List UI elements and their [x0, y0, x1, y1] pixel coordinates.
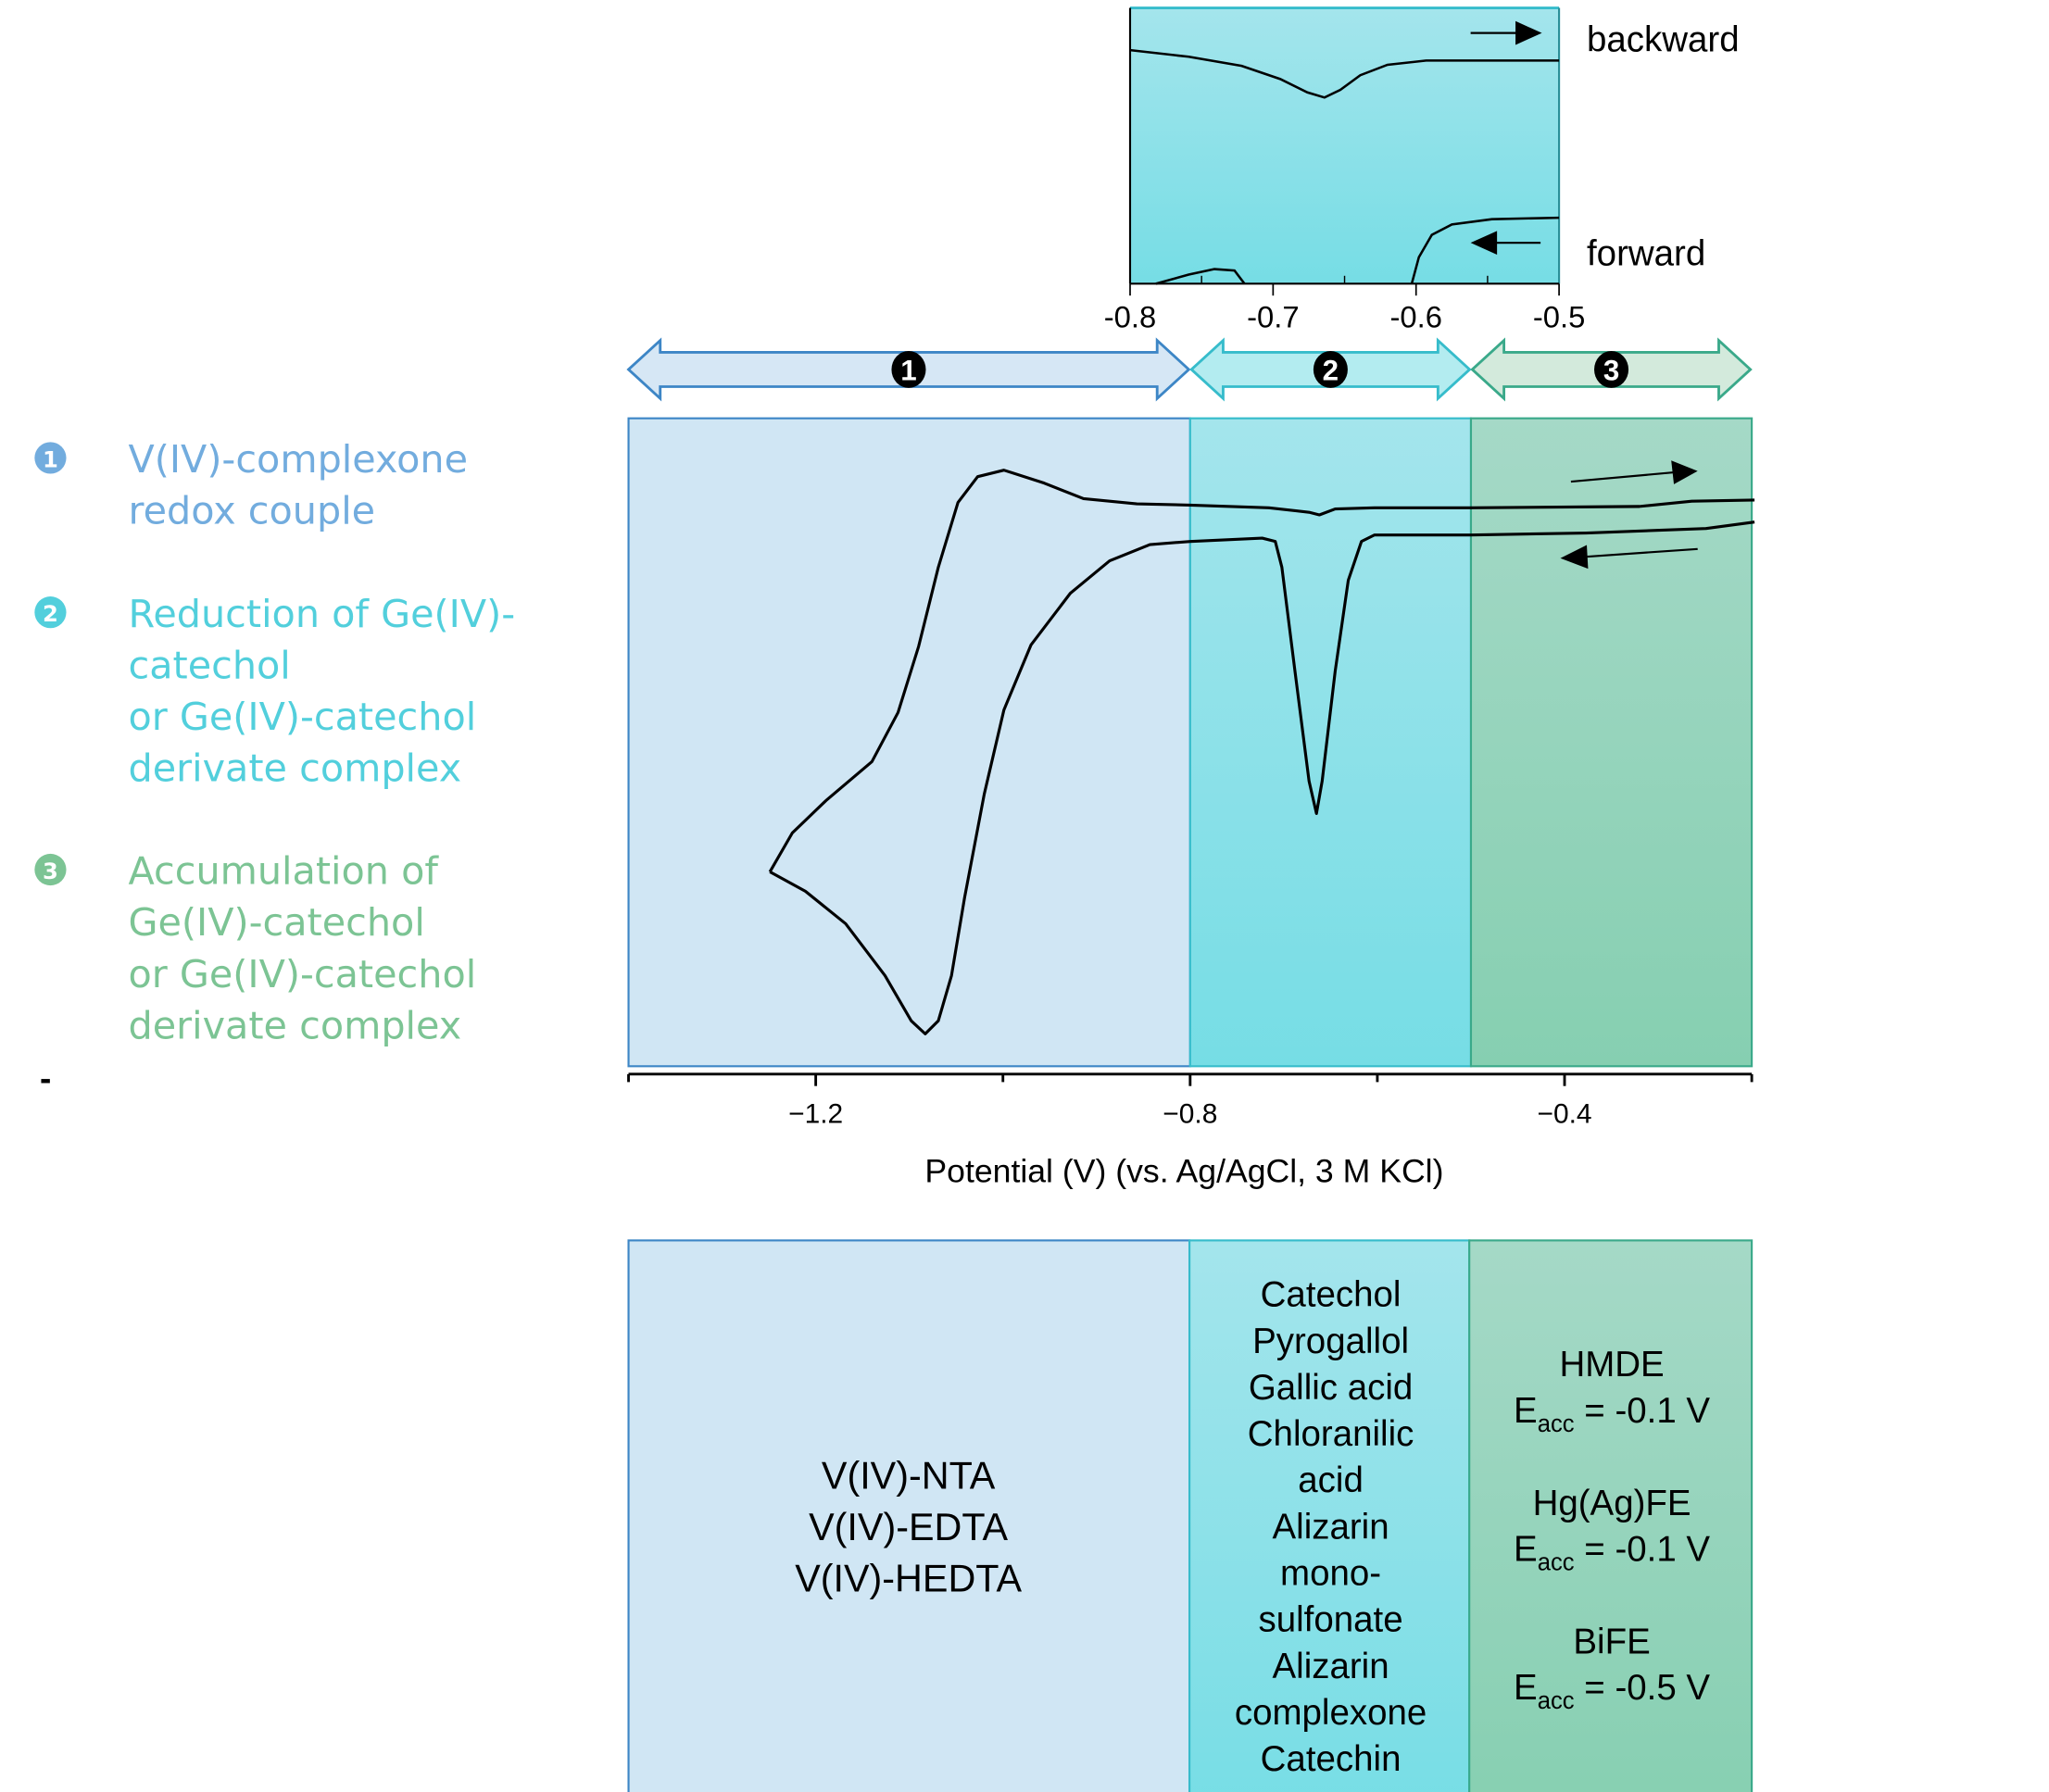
backward-scan-curve [768, 469, 1755, 873]
legend-text-line: Accumulation of [129, 849, 440, 894]
electrode-name: BiFE [1573, 1622, 1650, 1661]
legend-number-circle [34, 442, 67, 474]
complexone-name: V(IV)-NTA [822, 1454, 996, 1497]
potential-subscript: acc [1538, 1550, 1575, 1576]
x-tick-label: −1.2 [788, 1099, 843, 1130]
legend-number: 3 [43, 858, 58, 884]
potential-subscript: acc [1538, 1411, 1575, 1437]
region-1-badge-number: 1 [900, 354, 916, 386]
x-tick-label: −0.8 [1163, 1099, 1217, 1130]
region-2-band [1188, 417, 1473, 1068]
forward-scan-curve [769, 520, 1755, 1035]
legend-text-line: Ge(IV)-catechol [129, 900, 425, 945]
legend-item-2: 2 Reduction of Ge(IV)- catechol or Ge(IV)-c… [34, 592, 515, 791]
complexone-name: V(IV)-HEDTA [795, 1557, 1022, 1599]
potential-symbol: E [1514, 1530, 1538, 1570]
legend: 1 V(IV)-complexone redox couple 2 Reduction … [34, 437, 515, 1097]
table-cell-region2 [1188, 1239, 1471, 1792]
ligand-name: complexone [1235, 1693, 1427, 1733]
ligand-name: acid [1298, 1460, 1364, 1500]
complexone-name: V(IV)-EDTA [809, 1506, 1008, 1548]
inset-label-forward: forward [1587, 233, 1705, 273]
region-3-badge-number: 3 [1603, 354, 1619, 386]
legend-number: 1 [43, 446, 58, 472]
legend-text-line: or Ge(IV)-catechol [129, 695, 477, 739]
electrode-name: Hg(Ag)FE [1533, 1484, 1691, 1523]
inset-curve-forward-continued- [1155, 268, 1246, 285]
main-chart: −1.2 −0.8 −0.4 Potential (V) (vs. Ag/AgCl,… [627, 417, 1755, 1190]
ligand-name: Catechin [1261, 1739, 1402, 1779]
forward-scan-arrow [1570, 460, 1698, 484]
accumulation-potential: Eacc = -0.1 V [1514, 1391, 1710, 1437]
legend-number-circle [34, 596, 67, 629]
legend-text-line: Reduction of Ge(IV)- [129, 592, 516, 636]
ligand-name: mono- [1280, 1554, 1381, 1594]
region-1-band [627, 417, 1191, 1068]
region-2-badge [1313, 351, 1348, 388]
legend-text-line: derivate complex [129, 1003, 462, 1047]
inset-label-backward: backward [1587, 20, 1740, 60]
legend-number-circle [34, 853, 67, 886]
region-2-badge-number: 2 [1323, 354, 1339, 386]
region-arrows: 1 2 3 [626, 337, 1753, 402]
table-cell-region3 [1468, 1239, 1754, 1792]
ligand-name: Catechol [1261, 1275, 1402, 1315]
potential-value: = -0.1 V [1575, 1391, 1711, 1431]
ligand-name: Pyrogallol [1252, 1322, 1409, 1361]
table-cell-region1 [627, 1239, 1191, 1792]
legend-item-3: 3 Accumulation of Ge(IV)-catechol or Ge(IV)… [34, 849, 477, 1047]
potential-symbol: E [1514, 1391, 1538, 1431]
legend-dash: - [40, 1059, 51, 1097]
inset-backward-arrow [1470, 20, 1542, 45]
potential-value: = -0.5 V [1575, 1668, 1711, 1708]
inset-tick-label: -0.6 [1389, 299, 1441, 333]
potential-subscript: acc [1538, 1688, 1575, 1714]
inset-curve-backward [1129, 48, 1560, 99]
legend-text-line: redox couple [129, 489, 376, 533]
region-1-badge [891, 351, 926, 388]
legend-text-line: catechol [129, 643, 291, 687]
inset-curve-forward [1410, 216, 1560, 284]
region-3-band [1469, 417, 1754, 1068]
legend-text-line: V(IV)-complexone [129, 437, 469, 482]
ligand-name: Alizarin [1273, 1507, 1389, 1547]
inset-chart: -0.8 -0.7 -0.6 -0.5 backward forward [1104, 6, 1740, 333]
x-tick-label: −0.4 [1537, 1099, 1591, 1130]
potential-value: = -0.1 V [1575, 1530, 1711, 1570]
ligand-name: Chloranilic [1248, 1414, 1414, 1454]
inset-tick-label: -0.8 [1104, 299, 1156, 333]
inset-tick-label: -0.5 [1533, 299, 1585, 333]
legend-text-line: or Ge(IV)-catechol [129, 952, 477, 996]
potential-symbol: E [1514, 1668, 1538, 1708]
region-3-badge [1594, 351, 1629, 388]
inset-forward-arrow [1470, 231, 1541, 256]
ligand-name: Alizarin [1273, 1647, 1389, 1686]
x-axis-title: Potential (V) (vs. Ag/AgCl, 3 M KCl) [924, 1153, 1443, 1190]
accumulation-potential: Eacc = -0.1 V [1514, 1530, 1710, 1576]
legend-number: 2 [43, 601, 58, 627]
inset-tick-label: -0.7 [1247, 299, 1299, 333]
backward-scan-arrow [1560, 545, 1698, 570]
accumulation-potential: Eacc = -0.5 V [1514, 1668, 1710, 1714]
electrode-name: HMDE [1559, 1345, 1664, 1385]
legend-text-line: derivate complex [129, 746, 462, 791]
compound-table: V(IV)-NTA V(IV)-EDTA V(IV)-HEDTA CatecholPy… [627, 1239, 1754, 1792]
ligand-name: Gallic acid [1249, 1368, 1413, 1408]
ligand-name: sulfonate [1259, 1600, 1403, 1640]
legend-item-1: 1 V(IV)-complexone redox couple [34, 437, 468, 533]
